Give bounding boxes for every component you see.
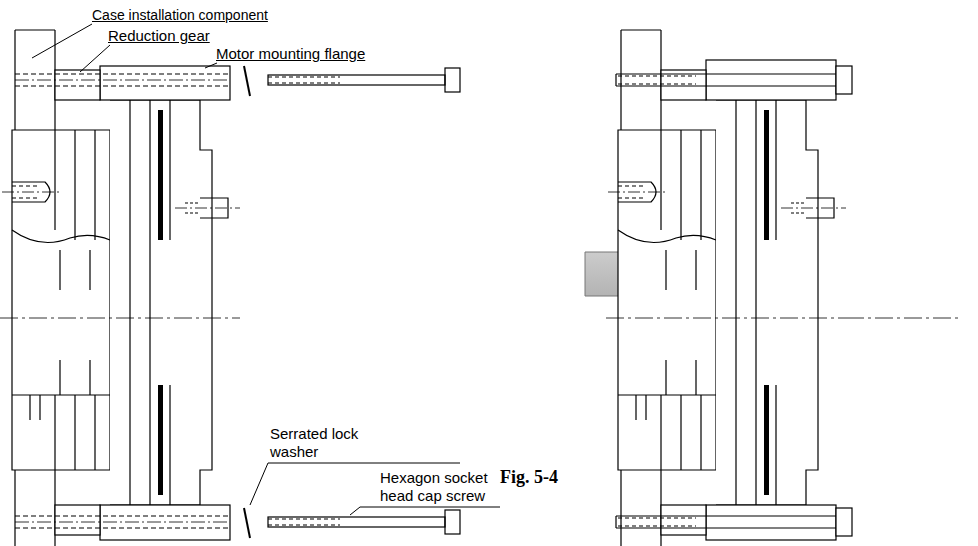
part-label: Case installation component bbox=[92, 6, 352, 24]
part-label: Reduction gear bbox=[108, 27, 248, 45]
part-label: Motor mounting flange bbox=[216, 45, 416, 63]
part-label: Hexagon socket head cap screw bbox=[380, 469, 494, 505]
right-assembly bbox=[606, 30, 960, 546]
left-assembly bbox=[0, 24, 500, 546]
figure-caption: Fig. 5-4 bbox=[500, 468, 590, 486]
part-label: Serrated lock washer bbox=[270, 425, 370, 461]
